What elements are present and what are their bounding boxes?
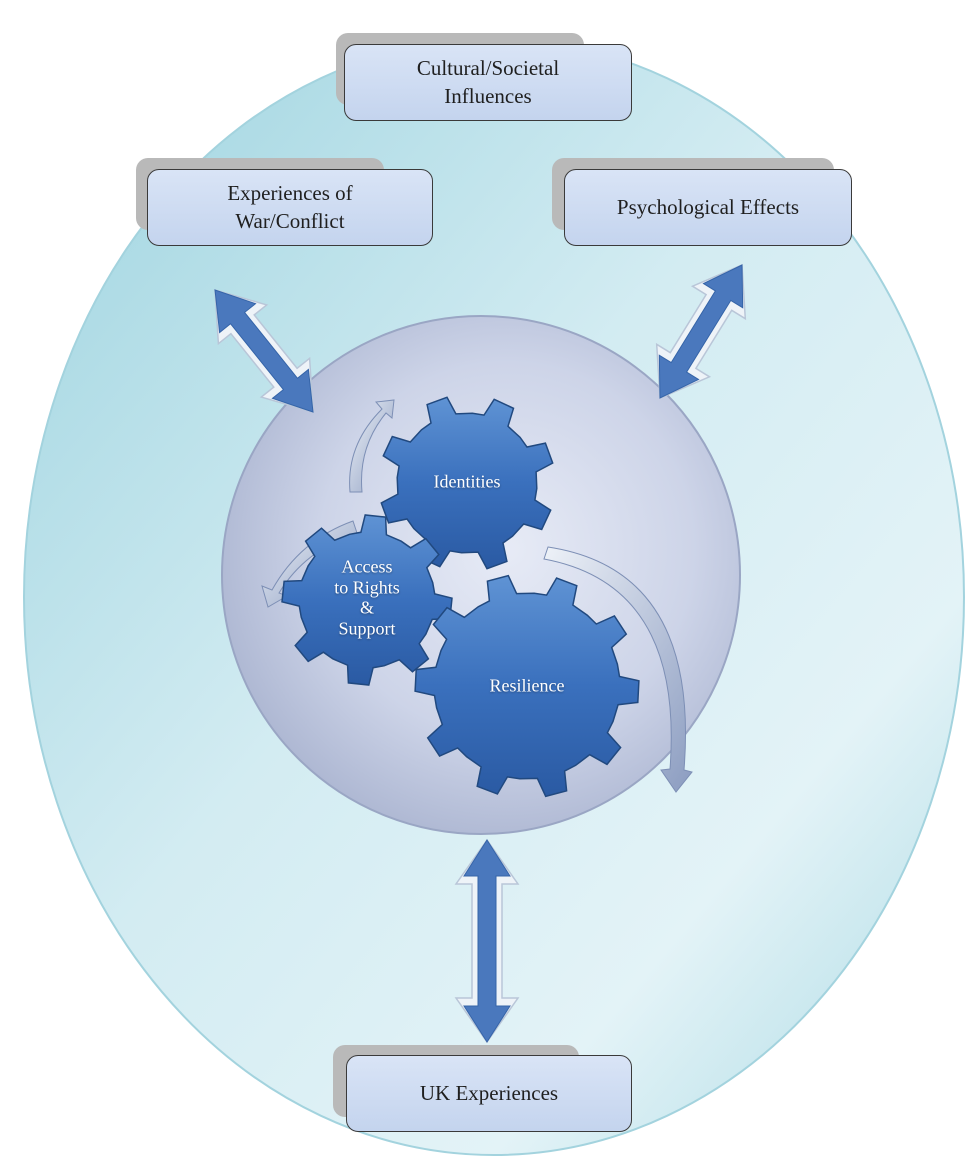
gear-access	[281, 514, 453, 686]
cultural-influences-label: Cultural/Societal Influences	[416, 56, 560, 108]
arrow-psych-to-center	[658, 264, 744, 399]
connector-arrows	[214, 263, 747, 1044]
gear-resilience	[414, 574, 640, 798]
resilience-label: Resilience	[489, 675, 565, 696]
uk-experiences-box: UK Experiences	[346, 1055, 632, 1132]
access-label: Access to Rights & Support	[334, 556, 400, 639]
curved-arrow-right	[543, 546, 693, 793]
arrow-center-to-uk	[463, 839, 511, 1043]
war-conflict-label: Experiences of War/Conflict	[227, 181, 353, 233]
curved-arrow-top	[349, 399, 395, 493]
arrow-war-to-center	[214, 289, 314, 413]
uk-experiences-label: UK Experiences	[419, 1080, 559, 1105]
gear-identities	[380, 396, 554, 570]
identities-label: Identities	[433, 471, 501, 492]
war-conflict-box: Experiences of War/Conflict	[147, 169, 433, 246]
cultural-influences-box: Cultural/Societal Influences	[344, 44, 632, 121]
psychological-effects-label: Psychological Effects	[616, 194, 800, 219]
gears	[281, 396, 640, 798]
psychological-effects-box: Psychological Effects	[564, 169, 852, 246]
